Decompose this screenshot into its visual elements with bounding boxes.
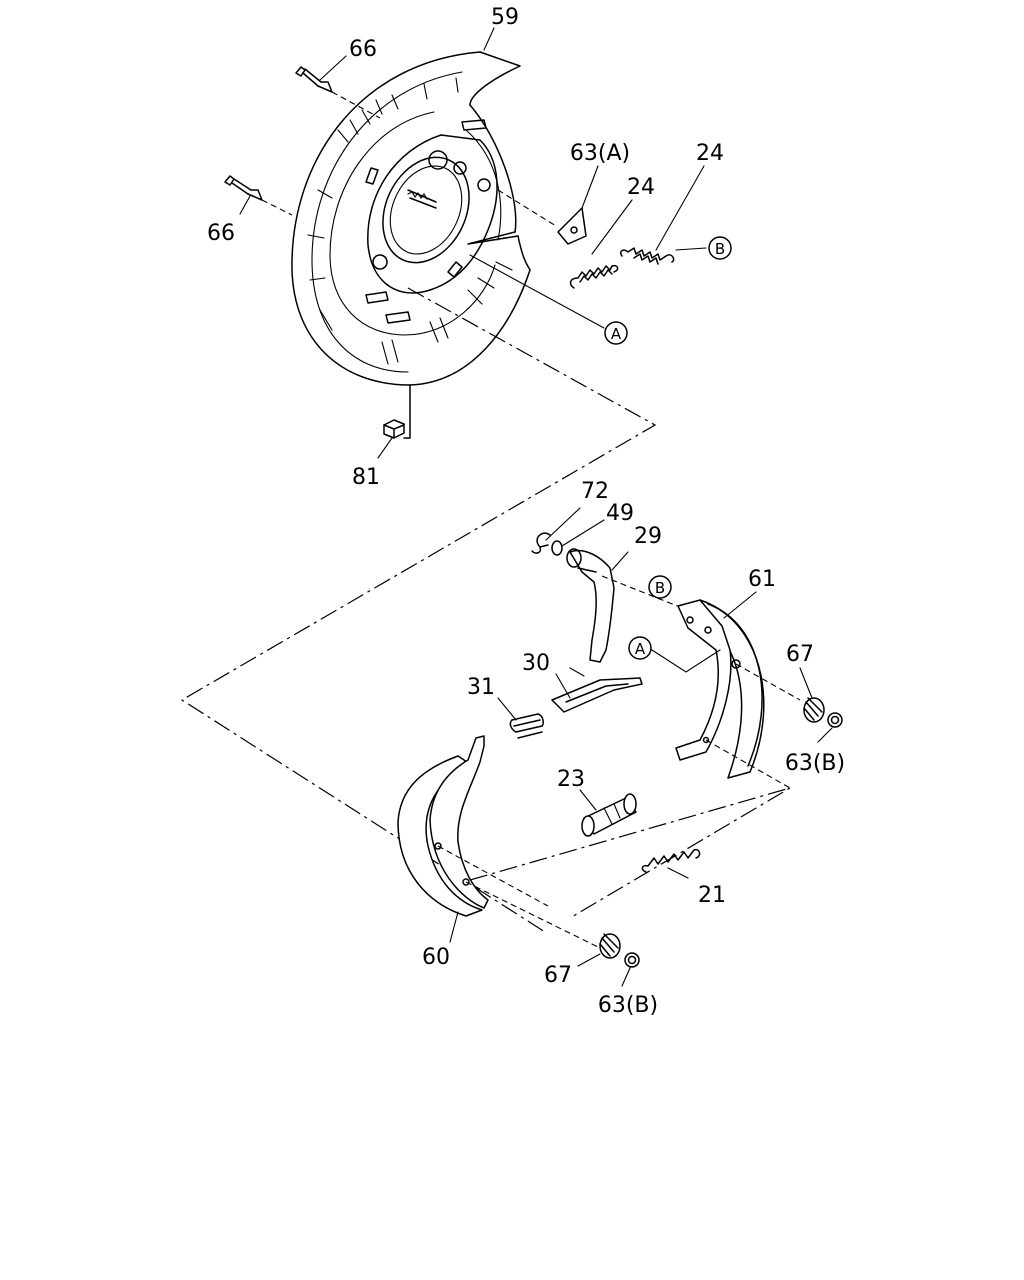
callout-67-bottom: 67 — [544, 963, 572, 988]
callout-61: 61 — [748, 567, 776, 592]
leader-lines — [239, 27, 833, 987]
callout-66-top: 66 — [349, 37, 377, 62]
callout-59: 59 — [491, 5, 519, 30]
bolt-66-top — [295, 66, 381, 119]
backing-plate — [291, 51, 531, 386]
callout-24-right: 24 — [696, 141, 724, 166]
callout-63B-bottom: 63(B) — [598, 993, 658, 1018]
callout-30: 30 — [522, 651, 550, 676]
callout-60: 60 — [422, 945, 450, 970]
cap-63B-right — [827, 712, 843, 728]
spring-67-right — [803, 697, 825, 723]
spring-24-a — [569, 264, 619, 289]
callout-29: 29 — [634, 524, 662, 549]
cylinder-23 — [581, 793, 637, 837]
callout-24-left: 24 — [627, 175, 655, 200]
washer-49 — [551, 540, 563, 556]
callout-labels: 59 66 66 63(A) 24 24 81 72 49 29 61 30 3… — [207, 5, 845, 1018]
lever-29 — [566, 548, 701, 663]
bolt-66-left — [224, 175, 293, 216]
callout-21: 21 — [698, 883, 726, 908]
callout-23: 23 — [557, 767, 585, 792]
brake-shoe-61 — [651, 599, 801, 789]
spring-21 — [641, 848, 701, 879]
brake-shoe-60 — [397, 735, 601, 949]
spring-24-b — [619, 247, 707, 265]
ref-A-upper: A — [611, 325, 622, 343]
cap-63B-bottom — [624, 952, 640, 968]
callout-31: 31 — [467, 675, 495, 700]
callout-63B-right: 63(B) — [785, 751, 845, 776]
spring-31 — [509, 713, 544, 739]
ref-B-upper: B — [715, 240, 725, 258]
ref-circles-upper: B A — [469, 236, 732, 345]
bracket-63A — [497, 189, 587, 245]
ref-B-lower: B — [655, 579, 665, 597]
ref-A-lower: A — [635, 640, 646, 658]
spring-67-bottom — [599, 933, 621, 959]
callout-81: 81 — [352, 465, 380, 490]
ref-circles-lower: B A — [628, 575, 672, 660]
nut-81 — [383, 384, 411, 439]
callout-66-left: 66 — [207, 221, 235, 246]
callout-67-right: 67 — [786, 642, 814, 667]
callout-63A: 63(A) — [570, 141, 630, 166]
callout-49: 49 — [606, 501, 634, 526]
adjuster-30 — [551, 667, 643, 713]
callout-72: 72 — [581, 479, 609, 504]
clip-72 — [531, 507, 581, 554]
assembly-boundary-line — [180, 287, 791, 933]
